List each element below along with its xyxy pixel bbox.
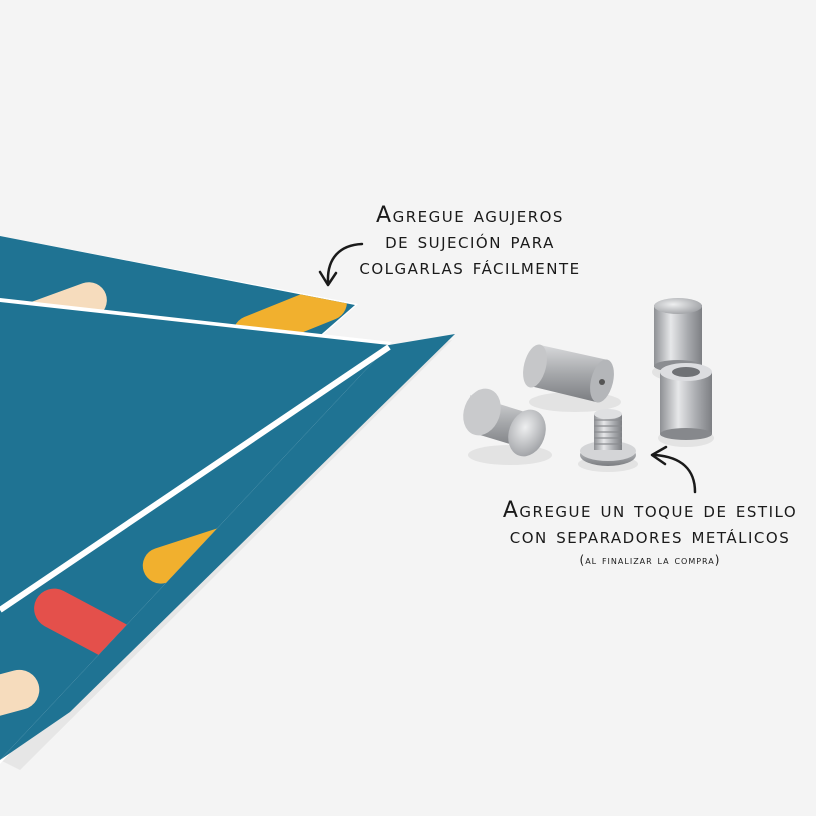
standoff-lying — [523, 344, 621, 412]
mounting-holes-caption: Agregue agujeros de sujeción para colgar… — [320, 205, 620, 283]
caption-line: de sujeción para — [385, 229, 555, 254]
checkout-note: (al finalizar la compra) — [579, 553, 721, 567]
front-panel — [0, 298, 455, 764]
standoff-screw — [578, 409, 638, 472]
standoffs-caption: Agregue un toque de estilo con separador… — [470, 500, 816, 570]
standoff-group — [463, 298, 714, 472]
curved-arrow-down-icon — [326, 242, 364, 284]
caption-line: con separadores metálicos — [509, 524, 791, 549]
caption-line: colgarlas fácilmente — [359, 255, 581, 280]
caption-line: Agregue un toque de estilo — [502, 498, 798, 523]
standoff-sleeve — [658, 363, 714, 447]
standoff-front — [463, 388, 552, 465]
curved-arrow-left-icon — [653, 453, 697, 494]
caption-line: Agregue agujeros — [376, 203, 564, 228]
